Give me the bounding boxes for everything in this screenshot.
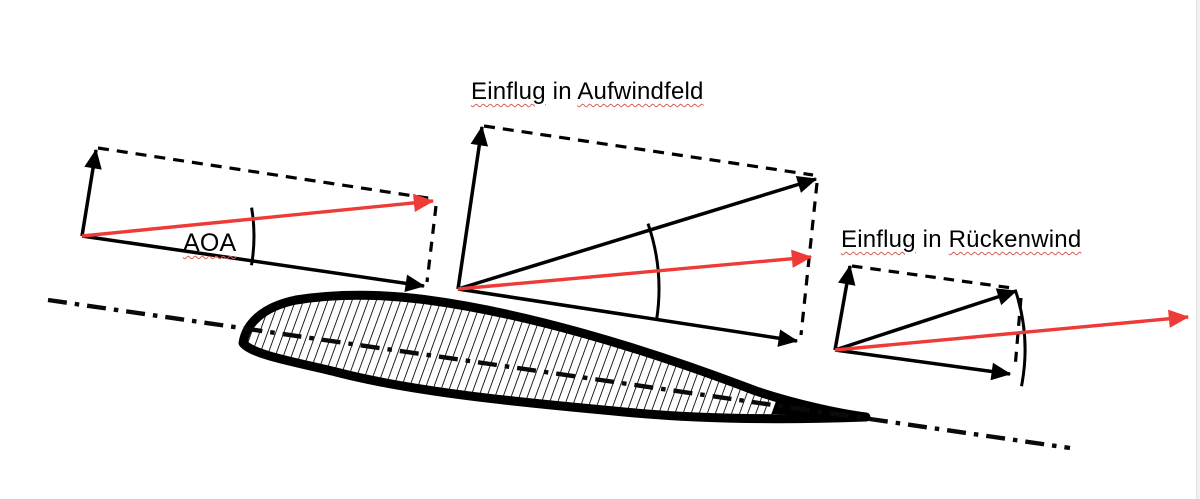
updraft-vector-group [456,124,819,347]
airfoil-profile [238,290,871,424]
tailwind-vector-group [833,264,1190,387]
airflow-vector-arrow [457,287,799,347]
parallelogram-top-dashed [97,146,435,201]
flightpath-red-arrow [457,249,813,291]
chord-dash-dot-line [47,297,1071,451]
page-edge [1196,0,1200,499]
tailwind-title-word: in [922,226,942,253]
resultant-red-arrow [81,193,435,238]
updraft-title-word: in [552,78,572,105]
tailwind-red-arrow [834,309,1190,352]
airfoil-trailing-edge [772,397,867,417]
updraft-title-word: Einflug [471,78,546,105]
aoa-vector-group [80,146,438,293]
updraft-vector-arrow [456,125,489,290]
updraft-title-word: Aufwindfeld [577,78,704,105]
parallelogram-side-dashed [1013,297,1023,369]
tailwind-title-word: Einflug [841,226,916,253]
angle-arc [1013,289,1027,387]
tailwind-diagram-title: Einflug in Rückenwind [841,226,1082,253]
airfoil-outline [238,290,871,424]
parallelogram-top-dashed [483,124,814,177]
parallelogram-top-dashed [851,264,1013,290]
aoa-label: AOA [183,229,237,258]
updraft-vector-arrow [833,264,856,351]
airflow-vector-arrow [81,234,426,293]
resultant-vector-arrow [834,288,1018,352]
resultant-vector-arrow [457,175,818,291]
updraft-vector-arrow [80,148,102,237]
updraft-diagram-title: Einflug in Aufwindfeld [471,78,704,105]
airflow-vector-arrow [834,348,1012,381]
parallelogram-side-dashed [425,205,438,283]
aoa-angle-arc [250,207,256,266]
tailwind-title-word: Rückenwind [948,226,1082,253]
aoa-label-text: AOA [183,229,237,257]
